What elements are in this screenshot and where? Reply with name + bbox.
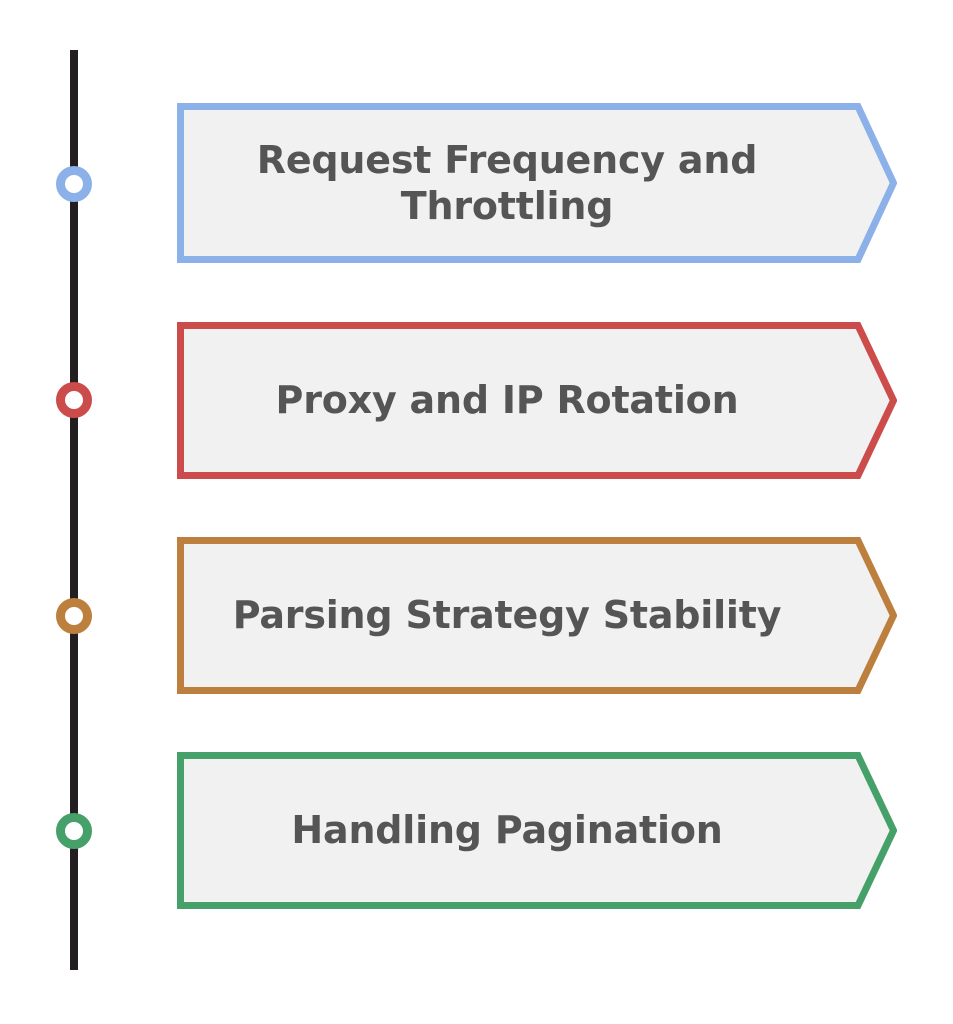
timeline-axis-line bbox=[70, 50, 78, 970]
timeline-marker-3[interactable] bbox=[56, 598, 92, 634]
chevron-outline-icon-4 bbox=[177, 752, 897, 909]
chevron-shape-2[interactable]: Proxy and IP Rotation bbox=[177, 322, 897, 479]
chevron-outline-icon-2 bbox=[177, 322, 897, 479]
step-label-4: Handling Pagination bbox=[291, 808, 723, 853]
chevron-shape-3[interactable]: Parsing Strategy Stability bbox=[177, 537, 897, 694]
step-row-4[interactable]: Handling Pagination bbox=[177, 752, 897, 909]
chevron-outline-icon-1 bbox=[177, 103, 897, 263]
step-label-2: Proxy and IP Rotation bbox=[275, 378, 739, 423]
step-row-2[interactable]: Proxy and IP Rotation bbox=[177, 322, 897, 479]
chevron-outline-icon-3 bbox=[177, 537, 897, 694]
timeline-marker-4[interactable] bbox=[56, 813, 92, 849]
step-row-1[interactable]: Request Frequency and Throttling bbox=[177, 103, 897, 263]
step-label-3: Parsing Strategy Stability bbox=[232, 593, 782, 638]
timeline-marker-1[interactable] bbox=[56, 166, 92, 202]
chevron-shape-4[interactable]: Handling Pagination bbox=[177, 752, 897, 909]
chevron-shape-1[interactable]: Request Frequency and Throttling bbox=[177, 103, 897, 263]
timeline-marker-2[interactable] bbox=[56, 382, 92, 418]
step-row-3[interactable]: Parsing Strategy Stability bbox=[177, 537, 897, 694]
step-label-1: Request Frequency and Throttling bbox=[256, 137, 758, 228]
